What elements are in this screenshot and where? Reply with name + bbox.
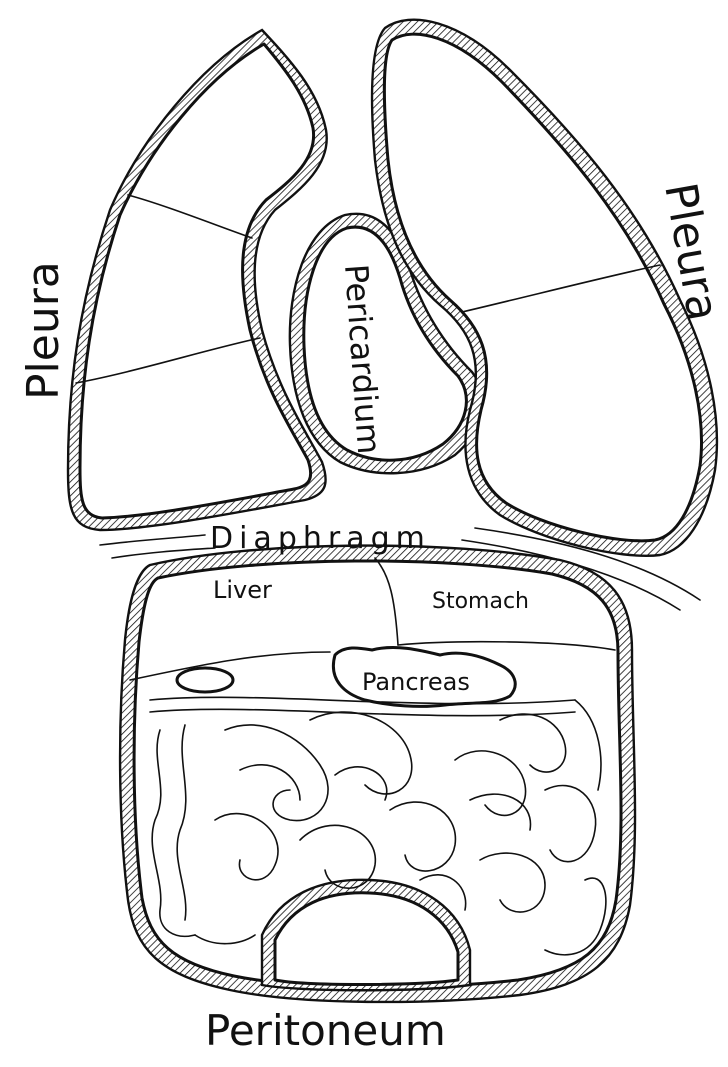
label-pancreas: Pancreas (362, 668, 470, 696)
label-liver: Liver (213, 576, 272, 604)
peritoneal-cavity (120, 546, 635, 1002)
label-stomach: Stomach (432, 589, 529, 614)
label-pleura-left: Pleura (18, 261, 69, 400)
label-diaphragm: Diaphragm (210, 521, 431, 556)
label-peritoneum: Peritoneum (205, 1006, 446, 1055)
left-lung (68, 30, 327, 530)
right-lung (372, 20, 717, 556)
